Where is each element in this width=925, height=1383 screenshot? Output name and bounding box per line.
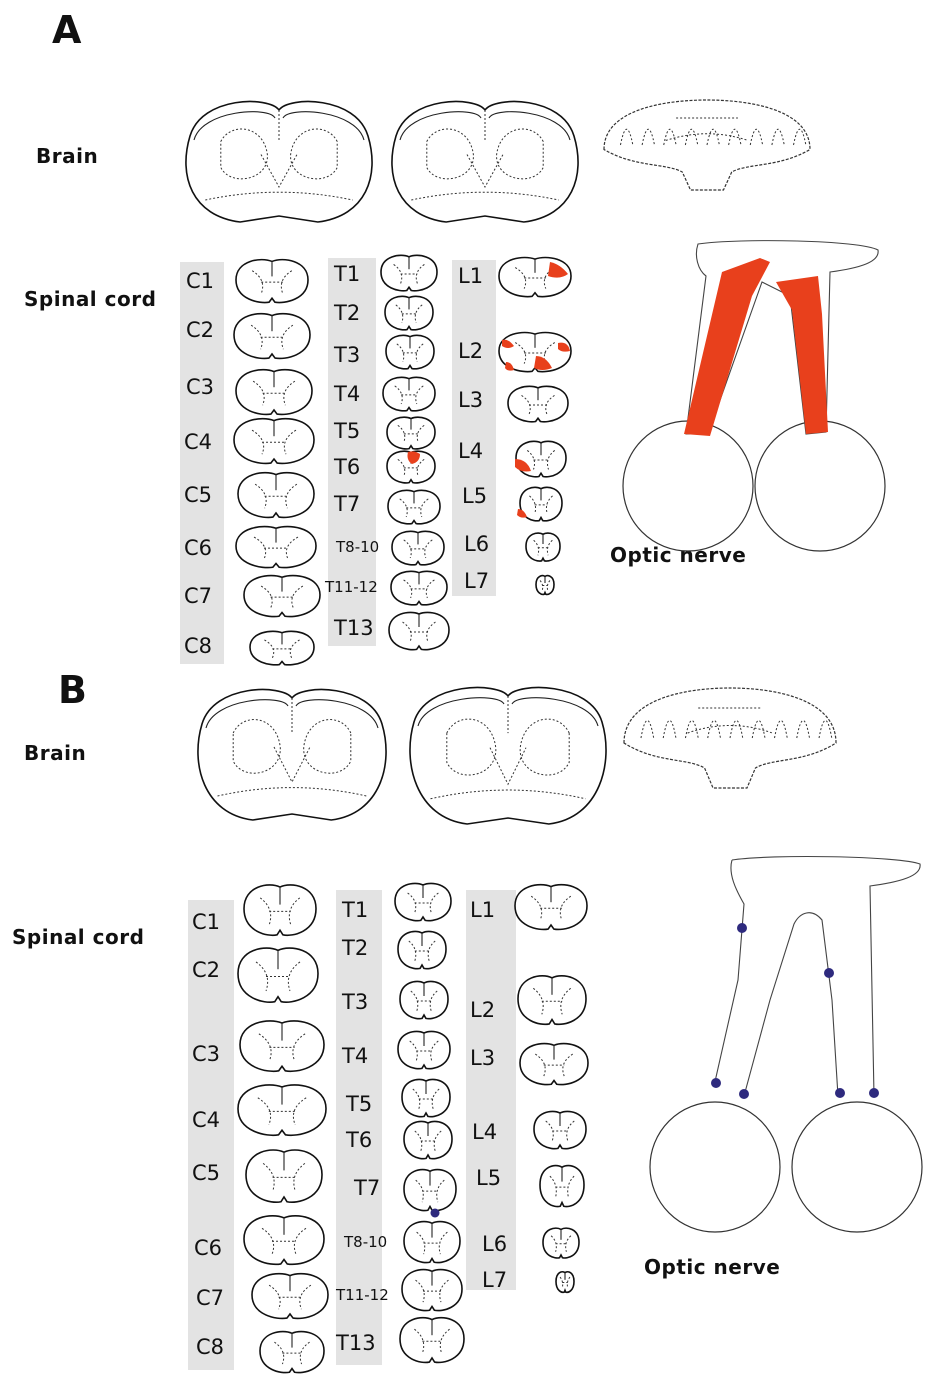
brain-section-2-a bbox=[392, 102, 578, 222]
optic-nerve-lesion-right bbox=[776, 276, 828, 434]
brain-section-1-b bbox=[198, 690, 386, 820]
eye-left-b bbox=[650, 1102, 780, 1232]
spinal-section-t5-a bbox=[387, 417, 435, 449]
spinal-section-l3-b bbox=[520, 1044, 588, 1085]
spinal-section-t6-b bbox=[404, 1121, 452, 1158]
spinal-section-c4-a bbox=[234, 419, 314, 464]
eye-right-a bbox=[755, 421, 885, 551]
spinal-section-t7-a bbox=[388, 490, 440, 524]
spinal-section-l5-b bbox=[540, 1166, 584, 1207]
spinal-section-t4-a bbox=[383, 377, 435, 411]
spinal-section-t13-b bbox=[400, 1318, 464, 1363]
spinal-section-l3-a bbox=[508, 386, 568, 421]
spinal-section-l6-b bbox=[543, 1228, 579, 1258]
spinal-section-c6-b bbox=[244, 1216, 324, 1264]
spinal-section-c5-a bbox=[238, 473, 314, 518]
spinal-section-l6-a bbox=[526, 533, 560, 561]
marker-dot-optic-4 bbox=[739, 1089, 749, 1099]
spinal-section-t3-a bbox=[386, 335, 434, 369]
spinal-section-c2-a bbox=[234, 314, 310, 359]
spinal-section-t8-10-b bbox=[404, 1222, 460, 1263]
spinal-section-t1-a bbox=[381, 255, 437, 290]
brain-section-2-b bbox=[410, 688, 606, 824]
spinal-section-t8-10-a bbox=[392, 531, 444, 565]
spinal-section-t3-b bbox=[400, 981, 448, 1018]
marker-dot-optic-5 bbox=[835, 1088, 845, 1098]
marker-dot-t7 bbox=[431, 1209, 440, 1218]
spinal-section-c7-b bbox=[252, 1274, 328, 1319]
marker-dot-optic-2 bbox=[824, 968, 834, 978]
spinal-section-l7-b bbox=[556, 1272, 574, 1293]
spinal-section-t7-b bbox=[404, 1170, 456, 1211]
spinal-section-c5-b bbox=[246, 1150, 322, 1202]
eye-left-a bbox=[623, 421, 753, 551]
spinal-section-c7-a bbox=[244, 576, 320, 617]
spinal-section-l1-b bbox=[515, 885, 587, 930]
marker-dot-optic-1 bbox=[737, 923, 747, 933]
spinal-section-c3-b bbox=[240, 1021, 324, 1071]
spinal-section-l4-a bbox=[516, 441, 566, 476]
spinal-section-t1-b bbox=[395, 883, 451, 920]
marker-dot-optic-3 bbox=[711, 1078, 721, 1088]
spinal-section-t2-b bbox=[398, 931, 446, 968]
spinal-section-c4-b bbox=[238, 1085, 326, 1135]
marker-dot-optic-6 bbox=[869, 1088, 879, 1098]
spinal-section-l2-b bbox=[518, 976, 586, 1024]
spinal-section-c8-a bbox=[250, 631, 314, 665]
spinal-section-c1-a bbox=[236, 260, 308, 303]
spinal-section-c3-a bbox=[236, 370, 312, 415]
spinal-section-c6-a bbox=[236, 527, 316, 568]
optic-chiasm-outline-b bbox=[714, 857, 920, 1096]
spinal-section-l4-b bbox=[534, 1111, 586, 1148]
spinal-section-c2-b bbox=[238, 948, 318, 1002]
spinal-section-l7-a bbox=[536, 576, 554, 595]
brain-section-1-a bbox=[186, 102, 372, 222]
spinal-section-t2-a bbox=[385, 296, 433, 330]
eye-right-b bbox=[792, 1102, 922, 1232]
spinal-section-t11-12-a bbox=[391, 571, 447, 605]
spinal-section-c8-b bbox=[260, 1332, 324, 1373]
brain-section-3-b bbox=[624, 688, 836, 788]
optic-nerve-diagram-a bbox=[623, 241, 885, 551]
brain-section-3-a bbox=[604, 100, 810, 190]
spinal-section-t11-12-b bbox=[402, 1270, 462, 1311]
spinal-section-t4-b bbox=[398, 1031, 450, 1068]
spinal-section-c1-b bbox=[244, 885, 316, 935]
spinal-section-t13-a bbox=[389, 612, 449, 649]
spinal-section-t5-b bbox=[402, 1079, 450, 1116]
optic-nerve-diagram-b bbox=[650, 857, 922, 1232]
